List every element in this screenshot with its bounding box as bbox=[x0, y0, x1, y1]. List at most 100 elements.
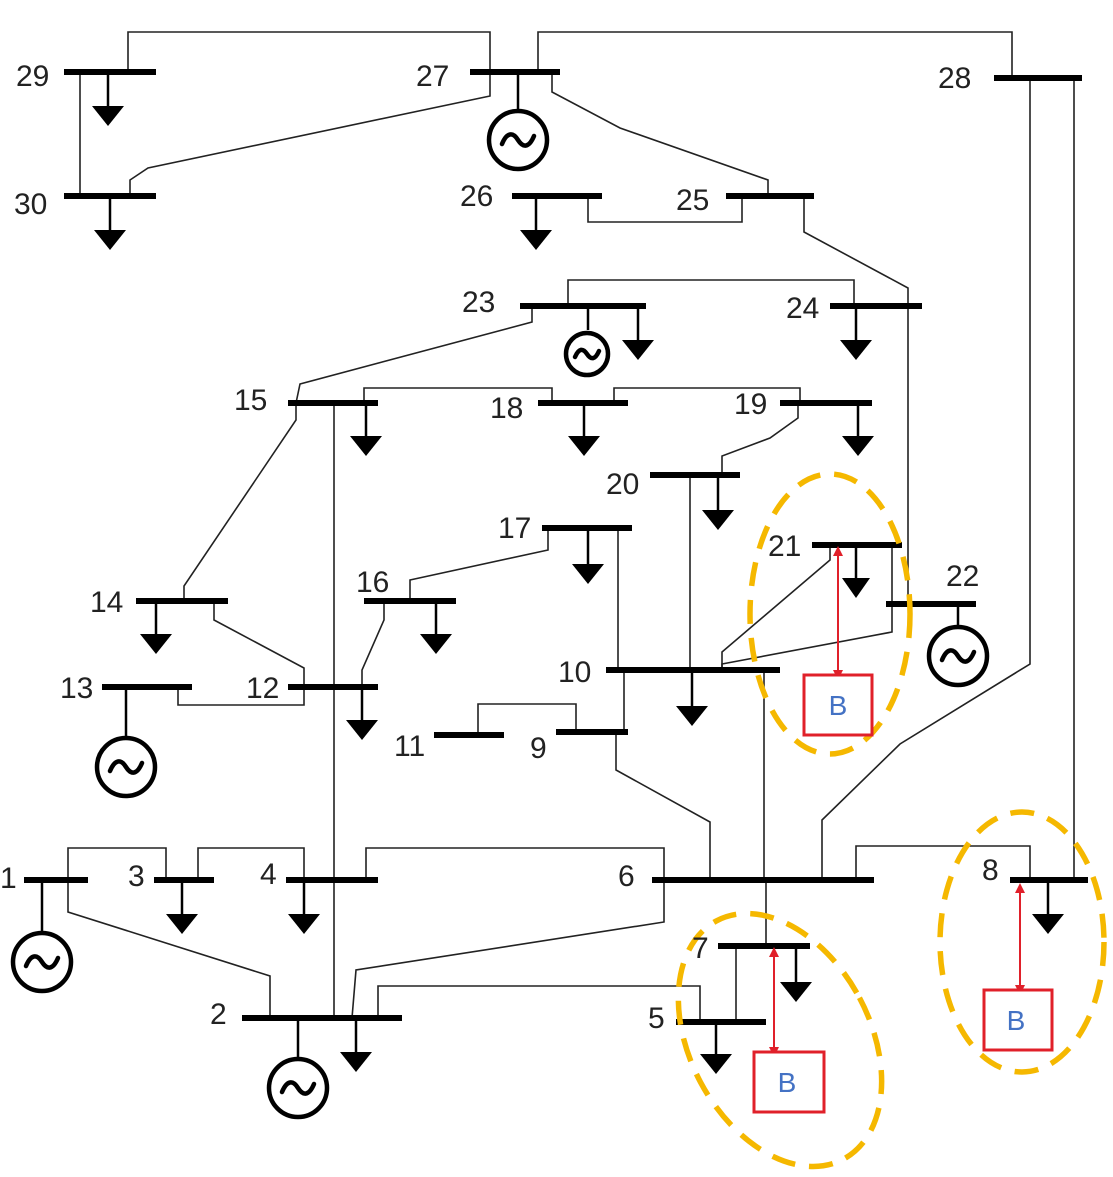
loads bbox=[92, 72, 1064, 1074]
bus-label-22: 22 bbox=[946, 560, 979, 593]
bus-label-12: 12 bbox=[246, 672, 279, 705]
load-arrow-icon bbox=[340, 1018, 372, 1072]
battery-connectors bbox=[769, 546, 1025, 1057]
load-arrow-icon bbox=[702, 475, 734, 530]
load-arrow-icon bbox=[140, 601, 172, 654]
line-13-12 bbox=[177, 687, 305, 706]
bus-label-27: 27 bbox=[416, 60, 449, 93]
load-arrow-icon bbox=[346, 687, 378, 740]
line-23-15 bbox=[295, 306, 533, 404]
line-29-27 bbox=[127, 31, 491, 72]
battery-label: B bbox=[829, 690, 848, 721]
line-4-6 bbox=[365, 847, 665, 880]
bus-label-17: 17 bbox=[498, 512, 531, 545]
line-18-19 bbox=[613, 387, 801, 403]
line-9-6 bbox=[615, 732, 711, 880]
transmission-lines bbox=[67, 31, 1075, 1022]
line-19-20 bbox=[721, 403, 799, 475]
bus-label-20: 20 bbox=[606, 468, 639, 501]
bus-label-26: 26 bbox=[460, 180, 493, 213]
bus-label-25: 25 bbox=[676, 184, 709, 217]
load-arrow-icon bbox=[350, 403, 382, 456]
load-arrow-icon bbox=[288, 880, 320, 934]
bus-label-30: 30 bbox=[14, 188, 47, 221]
load-arrow-icon bbox=[520, 196, 552, 250]
line-6-8 bbox=[855, 845, 1031, 880]
line-23-24 bbox=[567, 279, 855, 306]
bus-label-29: 29 bbox=[16, 60, 49, 93]
line-27-30 bbox=[129, 72, 491, 196]
generator-icon bbox=[563, 306, 611, 378]
line-1-3 bbox=[67, 847, 167, 880]
load-arrow-icon bbox=[572, 528, 604, 584]
highlight-ellipse-bus-8 bbox=[937, 809, 1107, 1075]
bus-label-4: 4 bbox=[260, 858, 277, 891]
bus-label-19: 19 bbox=[734, 388, 767, 421]
bus-label-21: 21 bbox=[768, 530, 801, 563]
line-15-14 bbox=[183, 403, 297, 601]
load-arrow-icon bbox=[92, 72, 124, 126]
bus-label-23: 23 bbox=[462, 286, 495, 319]
load-arrow-icon bbox=[1032, 880, 1064, 934]
line-14-12 bbox=[213, 601, 305, 687]
bus-label-2: 2 bbox=[210, 998, 227, 1031]
load-arrow-icon bbox=[622, 306, 654, 360]
line-10-21 bbox=[721, 545, 831, 670]
bus-label-13: 13 bbox=[60, 672, 93, 705]
bus-label-11: 11 bbox=[394, 730, 425, 763]
bus-bars bbox=[24, 69, 1088, 1025]
highlight-ellipse-bus-7 bbox=[675, 910, 885, 1170]
line-1-2 bbox=[67, 880, 271, 1018]
highlight-ellipse-bus-21 bbox=[747, 471, 913, 757]
line-3-4 bbox=[197, 847, 305, 880]
bus-label-7: 7 bbox=[692, 932, 709, 965]
bus-label-14: 14 bbox=[90, 586, 123, 619]
generators bbox=[10, 72, 990, 1120]
load-arrow-icon bbox=[568, 403, 600, 456]
battery-box: B bbox=[802, 673, 874, 737]
load-arrow-icon bbox=[420, 601, 452, 654]
bus-labels: 29 27 28 30 26 25 23 24 15 18 19 20 17 2… bbox=[0, 60, 999, 1035]
bus-label-8: 8 bbox=[982, 854, 999, 887]
bus-label-15: 15 bbox=[234, 384, 267, 417]
load-arrow-icon bbox=[676, 670, 708, 726]
generator-icon bbox=[10, 880, 74, 994]
line-27-28 bbox=[537, 31, 1013, 78]
bus-label-10: 10 bbox=[558, 656, 591, 689]
line-12-16 bbox=[361, 601, 385, 687]
load-arrow-icon bbox=[94, 196, 126, 250]
line-2-5 bbox=[377, 985, 701, 1022]
load-arrow-icon bbox=[700, 1022, 732, 1074]
bus-label-16: 16 bbox=[356, 566, 389, 599]
bus-label-24: 24 bbox=[786, 292, 819, 325]
line-27-25 bbox=[551, 72, 769, 196]
battery-label: B bbox=[1007, 1005, 1026, 1036]
load-arrow-icon bbox=[842, 403, 874, 456]
bus-label-5: 5 bbox=[648, 1002, 665, 1035]
bus-label-6: 6 bbox=[618, 860, 635, 893]
bus-label-9: 9 bbox=[530, 732, 547, 765]
bus-label-1: 1 bbox=[0, 862, 17, 895]
line-28-6 bbox=[821, 78, 1031, 880]
battery-boxes: B B B bbox=[752, 673, 1054, 1114]
line-15-18 bbox=[363, 387, 553, 403]
line-6-2 bbox=[351, 880, 665, 1019]
battery-box: B bbox=[982, 988, 1054, 1052]
load-arrow-icon bbox=[166, 880, 198, 934]
line-26-25 bbox=[587, 196, 743, 223]
bus-label-18: 18 bbox=[490, 392, 523, 425]
generator-icon bbox=[486, 72, 550, 172]
line-25-24 bbox=[803, 196, 909, 306]
line-16-17 bbox=[409, 528, 549, 601]
generator-icon bbox=[266, 1018, 330, 1120]
load-arrow-icon bbox=[780, 946, 812, 1002]
line-11-9 bbox=[477, 703, 577, 735]
generator-icon bbox=[926, 604, 990, 688]
load-arrow-icon bbox=[842, 545, 870, 598]
bus-label-28: 28 bbox=[938, 62, 971, 95]
load-arrow-icon bbox=[840, 306, 872, 360]
battery-highlight-regions bbox=[675, 471, 1107, 1170]
battery-label: B bbox=[778, 1067, 797, 1098]
battery-box: B bbox=[752, 1050, 826, 1114]
